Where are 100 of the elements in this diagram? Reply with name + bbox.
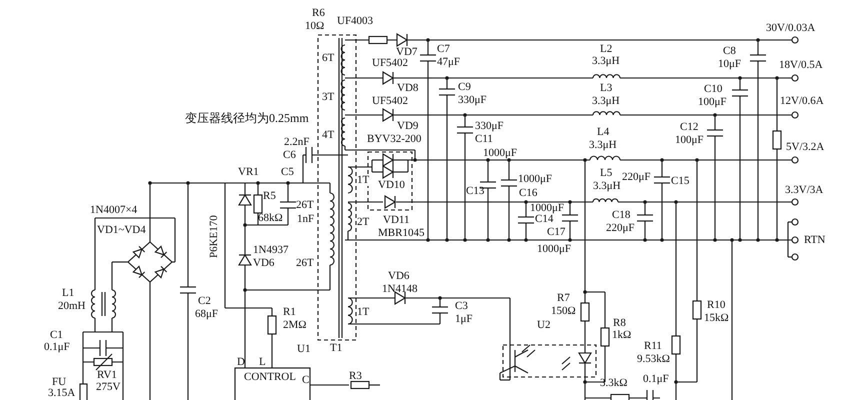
- component-label: U1: [297, 344, 310, 355]
- component-label: C16: [519, 188, 538, 199]
- value-label: 68μF: [195, 309, 218, 320]
- value-label: 3.3kΩ: [600, 378, 628, 389]
- winding-label: 2T: [357, 217, 370, 228]
- value-label: 3.15A: [48, 388, 76, 399]
- component-label: VD9: [397, 121, 418, 132]
- value-label: 3.3μH: [589, 140, 617, 151]
- part-number: 1N4007×4: [90, 205, 138, 216]
- component-label: VD11: [383, 215, 410, 226]
- component-label: C6: [283, 150, 296, 161]
- value-label: 1000μF: [537, 244, 572, 255]
- pin-label: C: [302, 375, 310, 386]
- component-label: C1: [50, 330, 63, 341]
- component-label: L2: [600, 44, 612, 55]
- component-label: C7: [437, 44, 450, 55]
- value-label: 220μF: [606, 223, 635, 234]
- part-number: 1N4148: [382, 284, 418, 295]
- value-label: 150Ω: [551, 306, 576, 317]
- component-label: R5: [263, 191, 276, 202]
- component-label: C12: [680, 122, 698, 133]
- pin-label: D: [237, 357, 245, 368]
- component-label: R7: [557, 293, 570, 304]
- value-label: 2.2nF: [284, 137, 310, 148]
- component-label: C8: [723, 46, 736, 57]
- part-number: MBR1045: [378, 228, 424, 239]
- component-label: VD6: [253, 258, 274, 269]
- value-label: 330μF: [458, 95, 487, 106]
- winding-label: 26T: [296, 258, 314, 269]
- part-number: BYV32-200: [367, 134, 422, 145]
- part-number: UF5402: [372, 96, 408, 107]
- value-label: 10Ω: [305, 21, 324, 32]
- output-label: RTN: [804, 235, 826, 246]
- component-label: VD10: [378, 180, 405, 191]
- component-label: VD7: [396, 47, 418, 58]
- component-label: R10: [707, 300, 726, 311]
- value-label: 3.3μH: [592, 56, 620, 67]
- value-label: 20mH: [58, 301, 86, 312]
- pin-label: L: [259, 357, 266, 368]
- value-label: 3.3μH: [592, 96, 620, 107]
- part-number: UF4003: [337, 16, 374, 27]
- component-label: VD8: [397, 83, 418, 94]
- component-label: R1: [283, 307, 296, 318]
- value-label: 15kΩ: [704, 313, 729, 324]
- component-label: R3: [349, 371, 362, 382]
- value-label: 2MΩ: [283, 320, 306, 331]
- note: 变压器线径均为0.25mm: [185, 113, 309, 124]
- component-label: C9: [458, 82, 471, 93]
- value-label: 220μF: [622, 172, 651, 183]
- part-number: P6KE170: [209, 215, 220, 258]
- output-label: 3.3V/3A: [785, 185, 824, 196]
- value-label: 10μF: [718, 59, 742, 70]
- winding-label: 26T: [296, 200, 314, 211]
- component-label: R6: [312, 8, 325, 19]
- component-label: C5: [281, 167, 294, 178]
- component-label: U2: [537, 320, 550, 331]
- output-label: 30V/0.03A: [766, 23, 816, 34]
- component-label: C3: [455, 301, 468, 312]
- component-label: C17: [547, 227, 566, 238]
- component-label: T1: [330, 343, 342, 354]
- component-label: VR1: [238, 167, 259, 178]
- winding-label: 1T: [357, 307, 370, 318]
- chip-label: CONTROL: [244, 372, 296, 383]
- value-label: 0.1μF: [643, 374, 669, 385]
- component-label: R11: [644, 341, 662, 352]
- component-label: C2: [198, 296, 211, 307]
- part-number: UF5402: [372, 58, 408, 69]
- value-label: 47μF: [437, 57, 460, 68]
- component-label: C11: [475, 134, 493, 145]
- winding-label: 1T: [357, 175, 370, 186]
- value-label: 1000μF: [518, 174, 552, 185]
- component-label: FU: [52, 377, 66, 388]
- component-label: VD1~VD4: [97, 225, 146, 236]
- component-label: R8: [613, 318, 626, 329]
- value-label: 9.53kΩ: [637, 354, 670, 365]
- component-label: C15: [671, 176, 690, 187]
- value-label: 3.3μH: [593, 181, 621, 192]
- winding-label: 3T: [322, 92, 334, 103]
- value-label: 68kΩ: [258, 213, 283, 224]
- output-label: 5V/3.2A: [786, 142, 824, 153]
- value-label: 100μF: [675, 135, 704, 146]
- value-label: 275V: [96, 382, 120, 393]
- value-label: 1000μF: [483, 148, 518, 159]
- component-label: L1: [62, 288, 74, 299]
- winding-label: 4T: [322, 130, 334, 141]
- output-label: 12V/0.6A: [780, 96, 824, 107]
- value-label: 330μF: [475, 121, 504, 132]
- winding-label: 6T: [322, 53, 334, 64]
- value-label: 1μF: [455, 314, 473, 325]
- value-label: 1kΩ: [612, 330, 632, 341]
- component-label: C18: [612, 210, 630, 221]
- component-label: L5: [600, 168, 612, 179]
- component-label: L3: [600, 83, 612, 94]
- component-label: C10: [704, 84, 722, 95]
- component-label: C13: [466, 186, 484, 197]
- value-label: 100μF: [698, 97, 727, 108]
- output-label: 18V/0.5A: [779, 60, 823, 71]
- component-label: RV1: [97, 370, 117, 381]
- value-label: 1000μF: [530, 203, 564, 214]
- component-label: VD6: [388, 271, 410, 282]
